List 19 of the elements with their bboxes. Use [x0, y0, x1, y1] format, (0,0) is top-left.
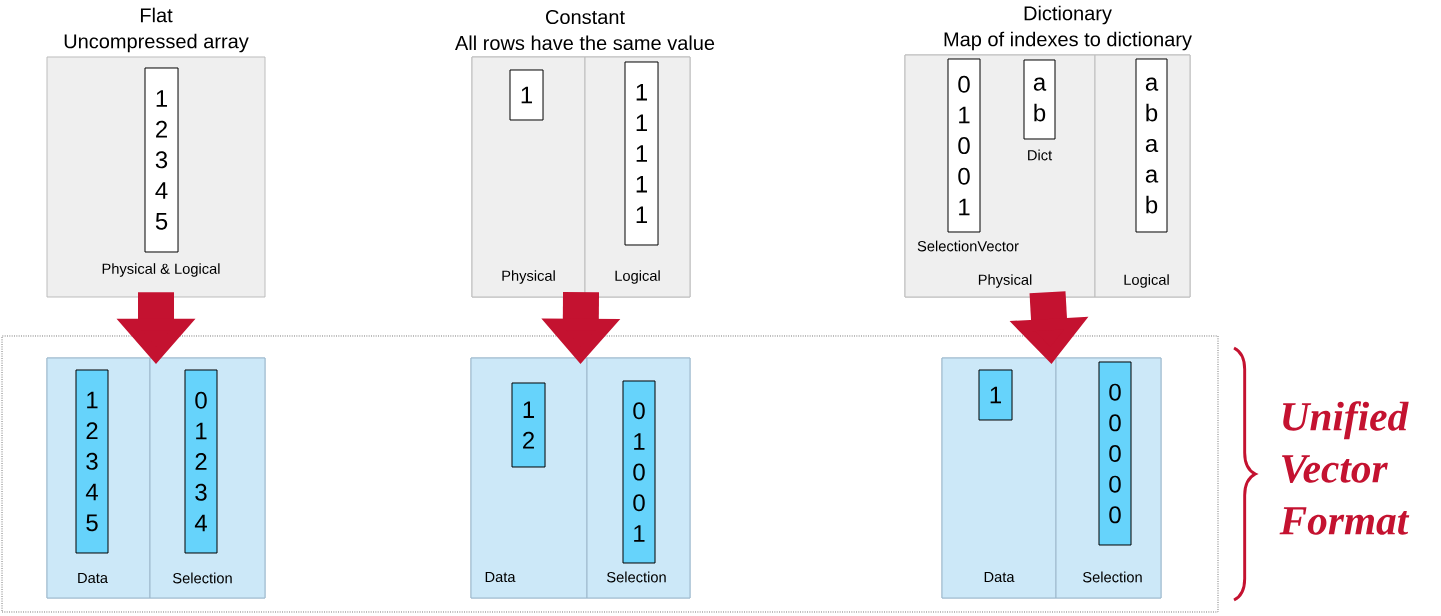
heading: Constant All rows have the same value [455, 9, 715, 51]
value-column: 1 [509, 69, 544, 121]
value-column: 1 1 1 1 1 [624, 61, 659, 246]
value-column: 0 1 2 3 4 [184, 369, 218, 554]
value-column: 0 1 0 0 1 [947, 58, 981, 233]
section-title: Unified Vector Format [1279, 401, 1410, 535]
column-caption: SelectionVector [917, 240, 1019, 252]
value-column: 1 2 3 4 5 [75, 369, 109, 554]
column-caption: Dict [1028, 149, 1053, 161]
value-column: 1 2 3 4 5 [144, 67, 179, 253]
value-column: 1 [978, 369, 1013, 421]
heading: Flat Uncompressed array [64, 7, 249, 53]
value-column: a b a a b [1135, 58, 1168, 233]
value-column: a b [1023, 59, 1056, 140]
value-column: 0 1 0 0 1 [622, 380, 656, 564]
dotted-frame [1, 335, 1219, 613]
value-column: 1 2 [511, 382, 546, 468]
value-column: 0 0 0 0 0 [1098, 361, 1132, 546]
heading: Dictionary Map of indexes to dictionary [944, 5, 1192, 51]
